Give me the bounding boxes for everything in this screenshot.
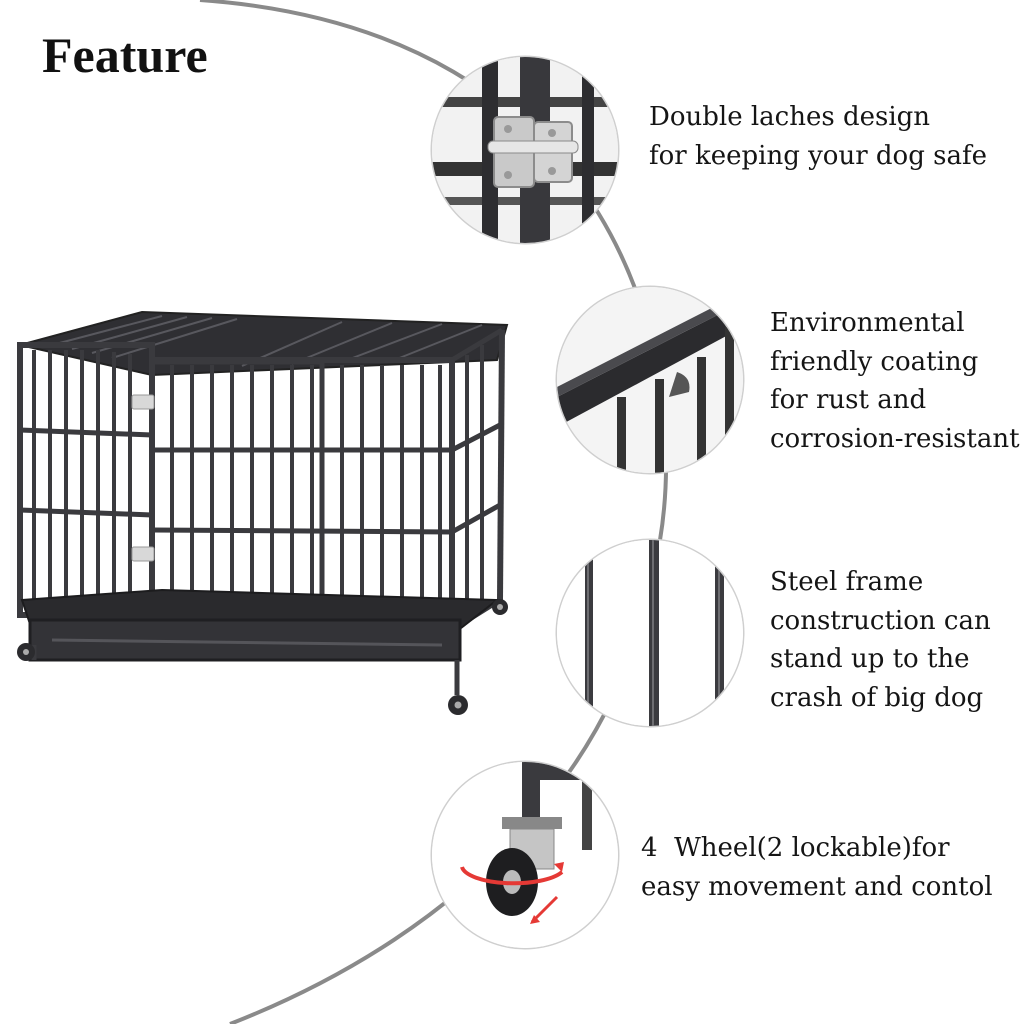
feature-latch-text: Double laches design for keeping your do… <box>649 98 987 175</box>
latch-icon <box>432 57 618 243</box>
feature-line: 4 Wheel(2 lockable)for <box>641 833 950 863</box>
steel-bars-icon <box>557 540 743 726</box>
coated-bar-icon <box>557 287 743 473</box>
feature-line: easy movement and contol <box>641 871 993 902</box>
page-title: Feature <box>42 27 208 83</box>
feature-line: stand up to the <box>770 644 970 674</box>
feature-line: for rust and <box>770 385 927 415</box>
caster-wheel-icon <box>432 762 618 948</box>
feature-line: Steel frame <box>770 567 924 597</box>
frame-detail-circle <box>557 540 743 726</box>
dog-crate-icon <box>17 310 509 715</box>
coating-detail-circle <box>557 287 743 473</box>
feature-line: Double laches design <box>649 102 931 132</box>
feature-line: Environmental <box>770 308 965 338</box>
feature-line: corrosion-resistant <box>770 423 1020 454</box>
feature-coating-text: Environmental friendly coating for rust … <box>770 304 1020 458</box>
feature-line: friendly coating <box>770 346 979 377</box>
feature-line: for keeping your dog safe <box>649 140 987 171</box>
wheel-detail-circle <box>432 762 618 948</box>
feature-wheel-text: 4 Wheel(2 lockable)for easy movement and… <box>641 829 993 906</box>
feature-line: construction can <box>770 605 991 636</box>
feature-frame-text: Steel frame construction can stand up to… <box>770 563 991 717</box>
latch-detail-circle <box>432 57 618 243</box>
feature-line: crash of big dog <box>770 682 984 713</box>
